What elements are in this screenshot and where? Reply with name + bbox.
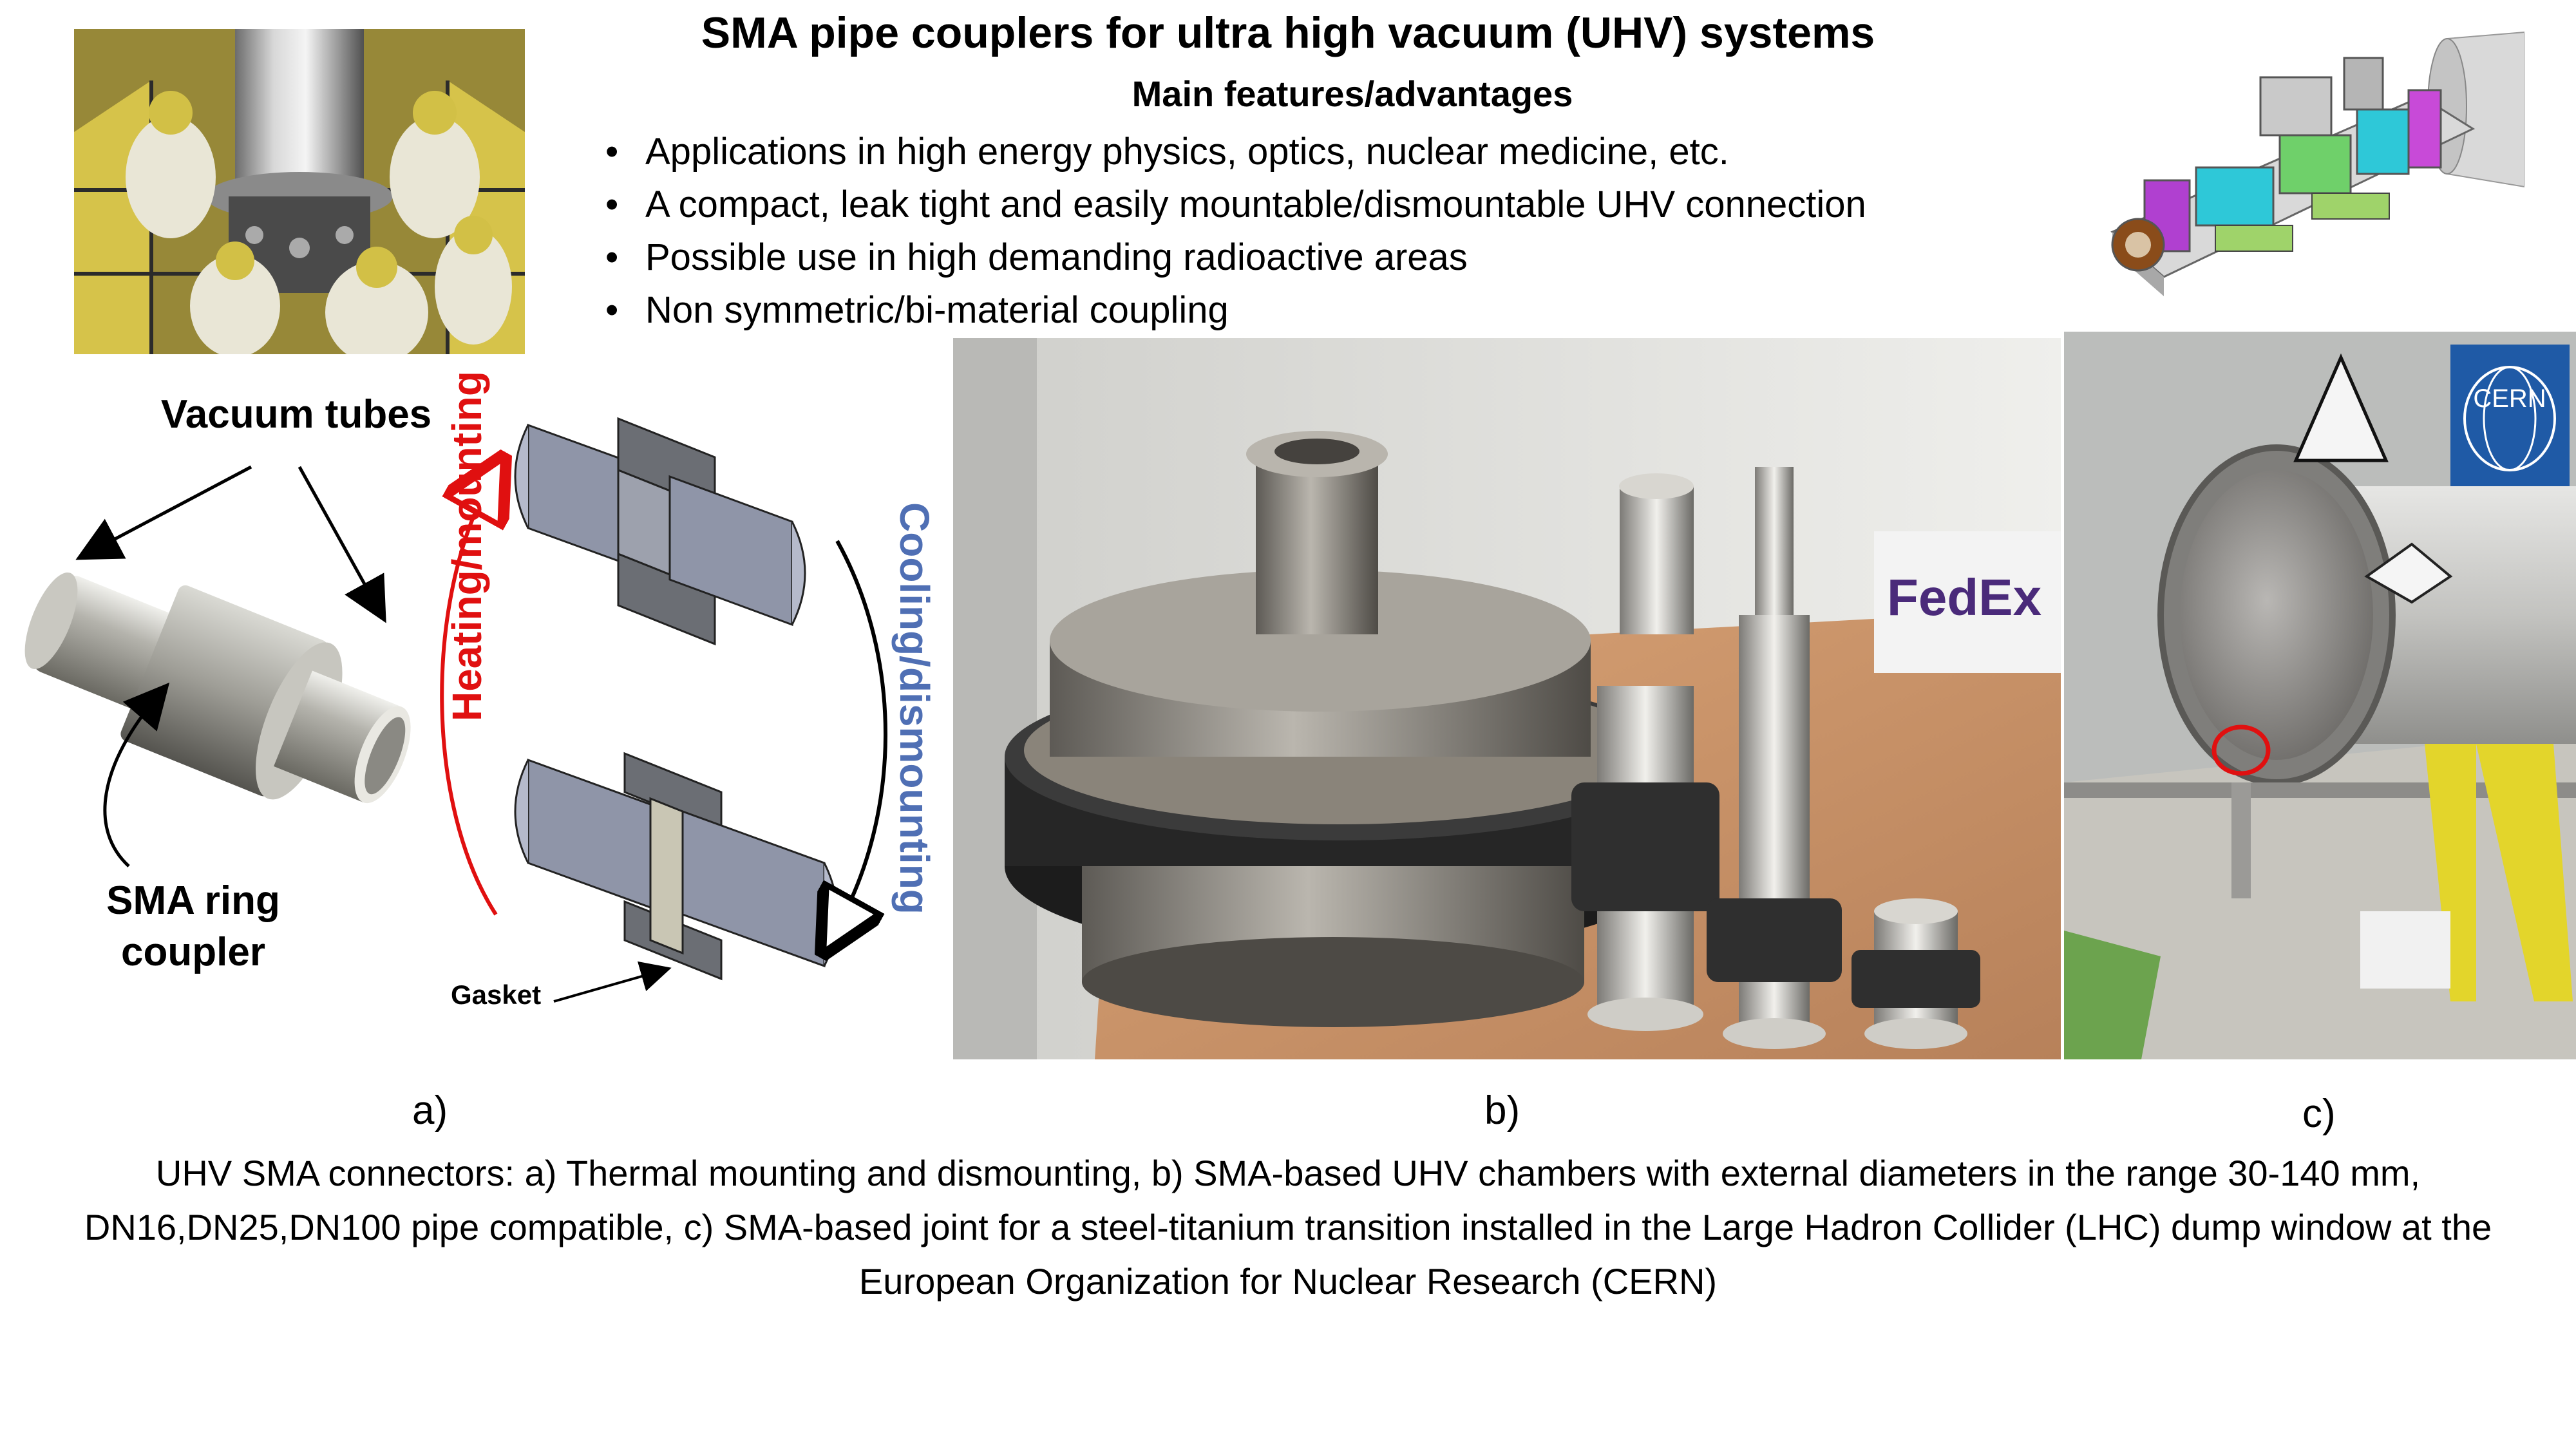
uhv-chambers-photo: FedEx xyxy=(953,338,2061,1059)
feature-item: •A compact, leak tight and easily mounta… xyxy=(605,178,2087,231)
figure-caption: UHV SMA connectors: a) Thermal mounting … xyxy=(84,1153,2492,1302)
feature-item: •Possible use in high demanding radioact… xyxy=(605,231,2087,284)
cleanroom-photo xyxy=(74,29,525,354)
uhv-chambers-art: FedEx xyxy=(953,338,2061,1059)
cleanroom-photo-art xyxy=(74,29,525,354)
vacuum-tubes-label: Vacuum tubes xyxy=(160,392,432,437)
feature-item: •Non symmetric/bi-material coupling xyxy=(605,284,2087,337)
fedex-box-text: FedEx xyxy=(1887,569,2041,626)
page-title: SMA pipe couplers for ultra high vacuum … xyxy=(701,8,1875,57)
mounting-cutaway-diagram xyxy=(440,417,887,1003)
panel-letter-a: a) xyxy=(412,1088,448,1133)
cooling-dismounting-label: Cooling/dismounting xyxy=(891,502,938,914)
sma-ring-label-line1: SMA ring xyxy=(106,878,280,923)
panel-letter-b: b) xyxy=(1484,1088,1520,1133)
joint-highlight-circle xyxy=(2211,724,2271,776)
heating-mounting-label: Heating/mounting xyxy=(444,371,490,721)
cad-rendering xyxy=(2087,19,2524,328)
bullet-icon: • xyxy=(605,184,619,225)
coupler-annotation-arrows xyxy=(75,465,386,867)
cern-logo-text: CERN xyxy=(2473,384,2546,413)
panel-letter-c: c) xyxy=(2302,1092,2336,1136)
bullet-icon: • xyxy=(605,131,619,173)
features-list: •Applications in high energy physics, op… xyxy=(605,126,2087,337)
features-heading: Main features/advantages xyxy=(1132,73,1573,114)
cern-logo xyxy=(2450,345,2570,486)
feature-item: •Applications in high energy physics, op… xyxy=(605,126,2087,178)
lhc-dump-window-art: CERN xyxy=(2064,332,2576,1059)
sma-ring-label-line2: coupler xyxy=(121,930,265,974)
lhc-dump-window-photo: CERN xyxy=(2064,332,2576,1059)
gasket-label: Gasket xyxy=(451,980,542,1010)
cad-rendering-art xyxy=(2087,19,2524,328)
bullet-icon: • xyxy=(605,289,619,331)
bullet-icon: • xyxy=(605,236,619,278)
